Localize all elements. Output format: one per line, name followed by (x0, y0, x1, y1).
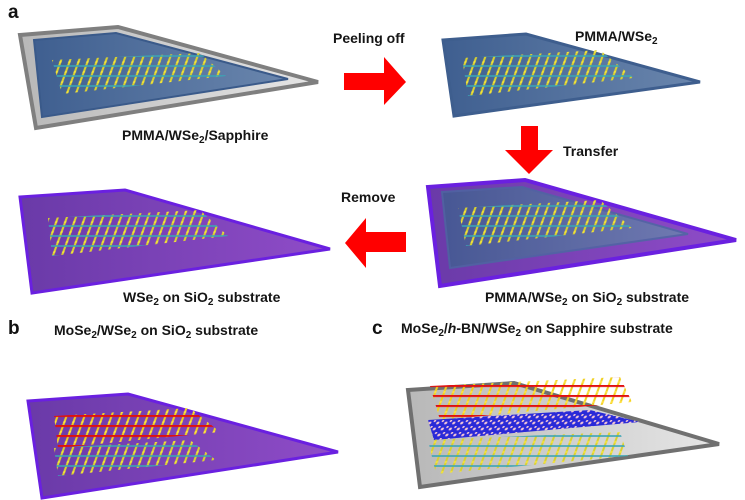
mose2-lattice-c (430, 377, 632, 420)
panel-label-b: b (8, 318, 20, 339)
mose2-lattice-b (54, 408, 220, 448)
substrate-sio2-a4 (18, 188, 331, 295)
panel-c-title: MoSe2/h-BN/WSe2 on Sapphire substrate (401, 320, 673, 339)
arrow-label-peeling-off: Peeling off (333, 30, 405, 46)
substrate-sio2-b (26, 392, 339, 500)
substrate-sapphire-c (405, 377, 720, 490)
arrow-left-icon (345, 218, 406, 268)
caption-wse2-on-sio2: WSe2 on SiO2 substrate (123, 289, 281, 308)
wse2-lattice-b (54, 440, 216, 476)
wse2-lattice-a1 (52, 53, 226, 94)
caption-pmma-wse2-on-sio2: PMMA/WSe2 on SiO2 substrate (485, 289, 690, 308)
wse2-lattice-c (428, 432, 628, 474)
caption-pmma-wse2: PMMA/WSe2 (575, 28, 658, 47)
caption-pmma-wse2-sapphire: PMMA/WSe2/Sapphire (122, 127, 269, 146)
substrate-sio2-a3 (425, 177, 737, 289)
panel-b-title: MoSe2/WSe2 on SiO2 substrate (54, 322, 259, 341)
wse2-lattice-a3 (458, 200, 632, 246)
wse2-lattice-a4 (48, 210, 228, 256)
arrow-right-icon (344, 57, 406, 105)
panel-label-a: a (8, 2, 19, 23)
film-pmma-a2 (441, 32, 701, 118)
hbn-lattice-c (428, 410, 640, 440)
arrow-label-transfer: Transfer (563, 143, 619, 159)
arrow-down-icon (505, 126, 553, 174)
panel-label-c: c (372, 318, 383, 339)
substrate-sapphire-a1 (17, 24, 319, 131)
arrow-label-remove: Remove (341, 189, 396, 205)
wse2-lattice-a2 (462, 50, 634, 96)
